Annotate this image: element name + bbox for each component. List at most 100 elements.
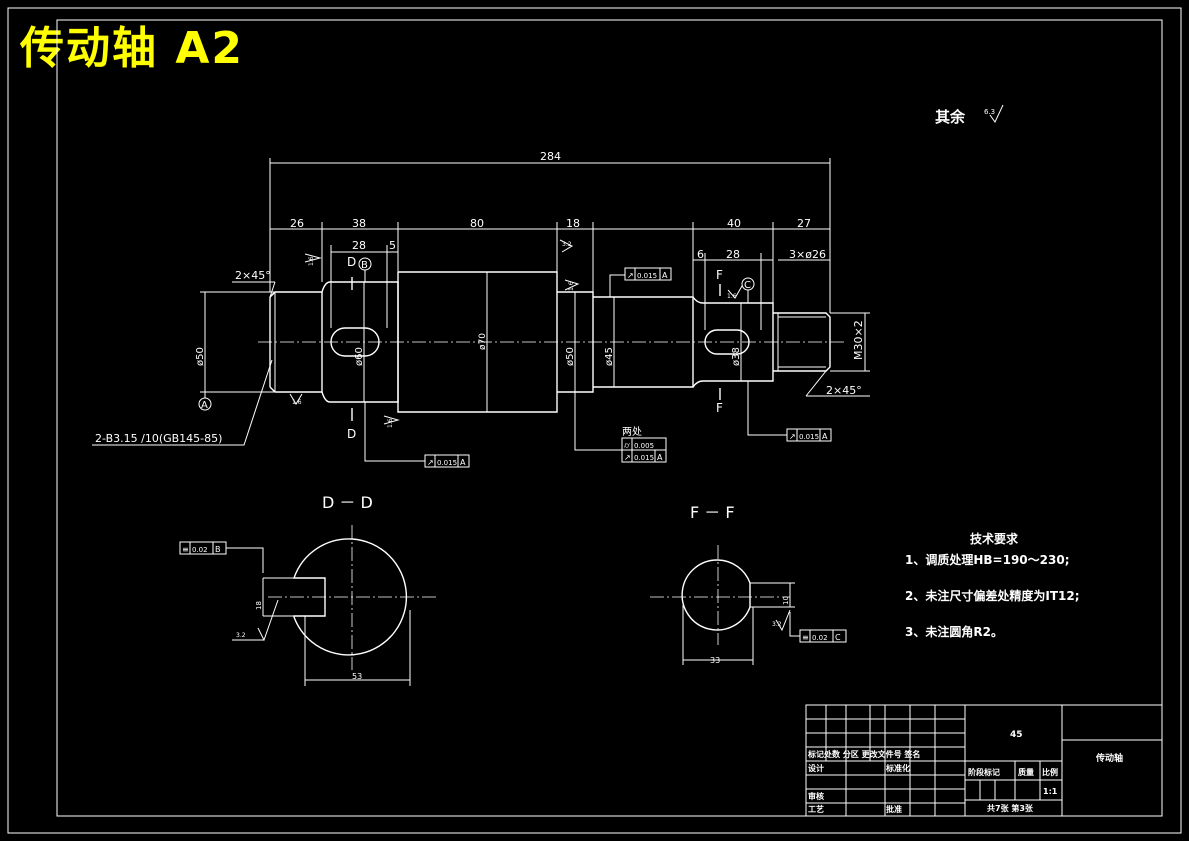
roughness-note: 其余 <box>935 108 966 126</box>
tech-requirements: 技术要求 1、调质处理HB=190～230; 2、未注尺寸偏差处精度为IT12;… <box>905 531 1080 639</box>
roughness-symbol-icon: 6.3 <box>984 104 1004 123</box>
svg-text:6.3: 6.3 <box>984 108 995 116</box>
keyway-right <box>704 329 750 355</box>
svg-text:ø60: ø60 <box>354 347 365 366</box>
svg-text:28: 28 <box>726 248 740 261</box>
svg-text:2×45°: 2×45° <box>826 384 862 397</box>
svg-text:2、未注尺寸偏差处精度为IT12;: 2、未注尺寸偏差处精度为IT12; <box>905 588 1080 603</box>
svg-text:40: 40 <box>727 217 741 230</box>
svg-text:0.005: 0.005 <box>634 442 654 450</box>
svg-text:ø38: ø38 <box>731 347 742 366</box>
svg-text:↗: ↗ <box>627 271 634 280</box>
svg-text:ø50: ø50 <box>195 347 206 366</box>
svg-text:3、未注圆角R2。: 3、未注圆角R2。 <box>905 624 1003 639</box>
svg-text:1:1: 1:1 <box>1043 787 1058 796</box>
datum-a-icon: A <box>198 392 212 411</box>
svg-text:比例: 比例 <box>1042 767 1058 777</box>
svg-text:0.015: 0.015 <box>634 454 654 462</box>
svg-text:1.6: 1.6 <box>308 256 315 266</box>
svg-text:6: 6 <box>697 248 704 261</box>
svg-text:质量: 质量 <box>1018 767 1034 777</box>
svg-text:ø45: ø45 <box>604 347 615 366</box>
svg-text:审核: 审核 <box>808 791 824 801</box>
svg-text:A: A <box>657 453 663 462</box>
svg-text:A: A <box>822 432 828 441</box>
svg-text:53: 53 <box>352 672 362 681</box>
outer-border <box>7 7 1182 834</box>
svg-text:≡: ≡ <box>802 633 809 642</box>
shaft-main-view: D D F F B C A <box>198 255 845 441</box>
svg-text:1.6: 1.6 <box>292 399 302 406</box>
svg-text:1.6: 1.6 <box>727 293 737 300</box>
svg-text:B: B <box>215 545 221 554</box>
svg-text:批准: 批准 <box>886 804 902 814</box>
svg-text:↗: ↗ <box>624 453 631 462</box>
svg-text:3.2: 3.2 <box>236 632 246 639</box>
svg-text:↗: ↗ <box>789 432 796 441</box>
svg-text:80: 80 <box>470 217 484 230</box>
keyway-left <box>330 327 380 357</box>
svg-text:A: A <box>201 400 208 411</box>
svg-text:⌭: ⌭ <box>624 441 630 450</box>
svg-text:ø50: ø50 <box>565 347 576 366</box>
dimensions: 284 26 38 80 18 40 27 28 5 6 28 3×ø26 2×… <box>92 150 870 446</box>
section-ff: F － F 33 10 ≡ 0.02 C 3.2 <box>650 503 847 665</box>
svg-text:5: 5 <box>389 239 396 252</box>
inner-border <box>56 19 1163 817</box>
tolerance-frames: ↗ 0.015 A ↗ 0.015 A 两处 ⌭ 0.005 ↗ 0.015 A… <box>364 267 832 468</box>
svg-text:0.015: 0.015 <box>637 272 657 280</box>
svg-text:M30×2: M30×2 <box>852 320 865 360</box>
svg-text:18: 18 <box>255 601 263 610</box>
svg-text:C: C <box>744 280 751 291</box>
section-ff-label: F － F <box>690 503 735 522</box>
svg-text:工艺: 工艺 <box>808 804 824 814</box>
svg-text:两处: 两处 <box>622 426 642 438</box>
datum-b-icon: B <box>358 257 372 282</box>
svg-text:27: 27 <box>797 217 811 230</box>
svg-text:A: A <box>460 458 466 467</box>
svg-text:1、调质处理HB=190～230;: 1、调质处理HB=190～230; <box>905 552 1070 567</box>
svg-text:ø70: ø70 <box>478 333 488 350</box>
svg-text:A: A <box>662 271 668 280</box>
svg-text:传动轴: 传动轴 <box>1095 752 1123 764</box>
svg-text:标记处数 分区 更改文件号 签名: 标记处数 分区 更改文件号 签名 <box>807 749 920 759</box>
svg-text:共7张 第3张: 共7张 第3张 <box>987 803 1034 813</box>
svg-text:↗: ↗ <box>427 458 434 467</box>
roughness-marks: 1.6 1.6 3.2 1.6 1.6 1.6 <box>289 239 743 428</box>
datum-c-icon: C <box>741 277 755 303</box>
svg-text:0.02: 0.02 <box>812 634 828 642</box>
svg-text:F: F <box>716 268 723 282</box>
svg-text:18: 18 <box>566 217 580 230</box>
svg-text:3.2: 3.2 <box>562 241 572 248</box>
svg-text:3.2: 3.2 <box>772 621 782 628</box>
svg-text:0.015: 0.015 <box>799 433 819 441</box>
svg-text:0.015: 0.015 <box>437 459 457 467</box>
svg-text:3×ø26: 3×ø26 <box>789 248 826 261</box>
svg-text:26: 26 <box>290 217 304 230</box>
svg-text:2-B3.15 /10(GB145-85): 2-B3.15 /10(GB145-85) <box>95 432 222 445</box>
svg-text:1.6: 1.6 <box>387 418 394 428</box>
svg-text:B: B <box>361 260 368 271</box>
svg-text:C: C <box>835 633 841 642</box>
svg-text:≡: ≡ <box>182 545 189 554</box>
svg-text:1.6: 1.6 <box>568 281 575 291</box>
svg-text:D: D <box>347 255 356 269</box>
svg-text:0.02: 0.02 <box>192 546 208 554</box>
svg-text:45: 45 <box>1010 730 1023 740</box>
title-block: 45 传动轴 标记处数 分区 更改文件号 签名 设计 标准化 审核 工艺 批准 … <box>805 704 1163 817</box>
svg-text:284: 284 <box>540 150 561 163</box>
svg-text:10: 10 <box>782 596 790 605</box>
svg-text:技术要求: 技术要求 <box>970 531 1019 546</box>
svg-text:阶段标记: 阶段标记 <box>968 767 1000 777</box>
svg-text:33: 33 <box>710 656 720 665</box>
svg-text:设计: 设计 <box>808 763 824 773</box>
svg-text:F: F <box>716 401 723 415</box>
svg-text:38: 38 <box>352 217 366 230</box>
svg-text:标准化: 标准化 <box>885 763 910 773</box>
svg-text:D: D <box>347 427 356 441</box>
svg-text:28: 28 <box>352 239 366 252</box>
section-dd: D － D 53 18 ≡ 0.02 B 3.2 <box>179 493 438 686</box>
section-dd-label: D － D <box>322 493 373 512</box>
svg-text:2×45°: 2×45° <box>235 269 271 282</box>
